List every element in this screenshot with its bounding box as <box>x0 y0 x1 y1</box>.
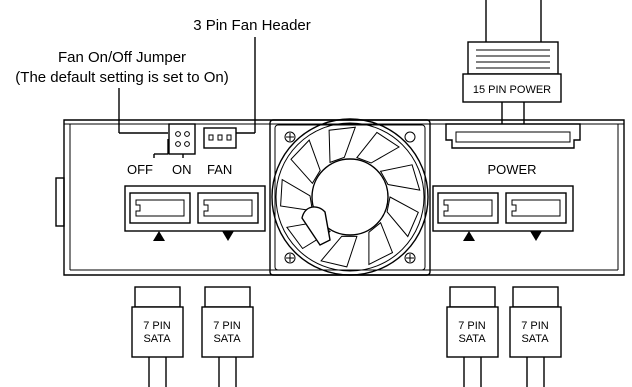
sata-cable: 7 PIN SATA <box>509 286 562 387</box>
power-label: POWER <box>487 162 536 177</box>
fan-blade <box>379 164 421 191</box>
fan-blade <box>320 235 358 268</box>
off-label: OFF <box>127 162 153 177</box>
fan-blade <box>290 139 321 185</box>
fan-header-leader-line <box>234 37 256 134</box>
sata-cable-label-line1: 7 PIN <box>458 320 486 332</box>
power-cable <box>462 0 562 124</box>
fan-header-connector[interactable] <box>203 127 237 149</box>
sata-port[interactable] <box>129 192 191 224</box>
down-arrow-icon <box>530 231 542 241</box>
sata-cable-label-line2: SATA <box>213 333 241 345</box>
sata-cable: 7 PIN SATA <box>446 286 499 387</box>
fan-header-callout: 3 Pin Fan Header <box>193 17 311 34</box>
fan-blade <box>368 221 394 266</box>
sata-cable: 7 PIN SATA <box>201 286 254 387</box>
up-arrow-icon <box>463 231 475 241</box>
sata-port-group-left <box>124 185 266 232</box>
jumper-callout-line1: Fan On/Off Jumper <box>58 49 186 66</box>
power-cable-label: 15 PIN POWER <box>473 84 551 96</box>
sata-port[interactable] <box>197 192 259 224</box>
fan-label: FAN <box>207 162 232 177</box>
up-arrow-icon <box>153 231 165 241</box>
fan-jumper[interactable] <box>153 123 196 158</box>
power-connector[interactable] <box>445 123 581 149</box>
on-label: ON <box>172 162 192 177</box>
jumper-callout-line2: (The default setting is set to On) <box>15 69 228 86</box>
fan-blade <box>386 196 419 238</box>
fan-blade <box>328 126 357 164</box>
sata-port[interactable] <box>505 192 567 224</box>
fan-blade <box>280 178 314 212</box>
sata-port-group-right <box>432 185 574 232</box>
down-arrow-icon <box>222 231 234 241</box>
sata-cable-label-line2: SATA <box>458 333 486 345</box>
fan-blade <box>356 131 400 164</box>
sata-cable-label-line1: 7 PIN <box>213 320 241 332</box>
sata-cable-label-line1: 7 PIN <box>521 320 549 332</box>
cooling-fan <box>269 118 431 276</box>
sata-cable: 7 PIN SATA <box>131 286 184 387</box>
sata-cable-label-line2: SATA <box>521 333 549 345</box>
sata-cable-label-line2: SATA <box>143 333 171 345</box>
sata-port[interactable] <box>437 192 499 224</box>
jumper-leader-line <box>118 88 168 134</box>
sata-cable-label-line1: 7 PIN <box>143 320 171 332</box>
